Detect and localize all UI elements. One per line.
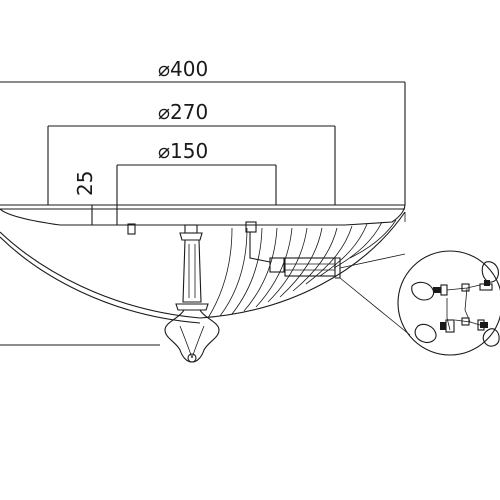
center-rod: [127, 223, 209, 311]
socket-icon: [461, 317, 470, 326]
bulb-icon: [414, 319, 455, 344]
canopy-plate: [0, 204, 406, 226]
socket-icon: [461, 283, 470, 292]
detail-leaders: [339, 253, 411, 336]
dimension-25: 25: [68, 171, 98, 226]
detail-circle: [397, 250, 500, 356]
dim-label-400: ⌀400: [158, 57, 208, 81]
bulb-icon: [479, 261, 499, 291]
glass-bowl: [0, 211, 406, 324]
dim-label-25: 25: [73, 171, 97, 196]
bowl-stripes: [207, 219, 397, 319]
bulb-icon: [477, 319, 500, 347]
dimension-400: ⌀400: [0, 57, 406, 205]
bulb-icon: [411, 281, 448, 301]
finial: [0, 309, 220, 363]
dimension-270: ⌀270: [47, 100, 336, 205]
dim-label-270: ⌀270: [158, 100, 208, 124]
dimension-150: ⌀150: [116, 139, 277, 225]
dim-label-150: ⌀150: [158, 139, 208, 163]
